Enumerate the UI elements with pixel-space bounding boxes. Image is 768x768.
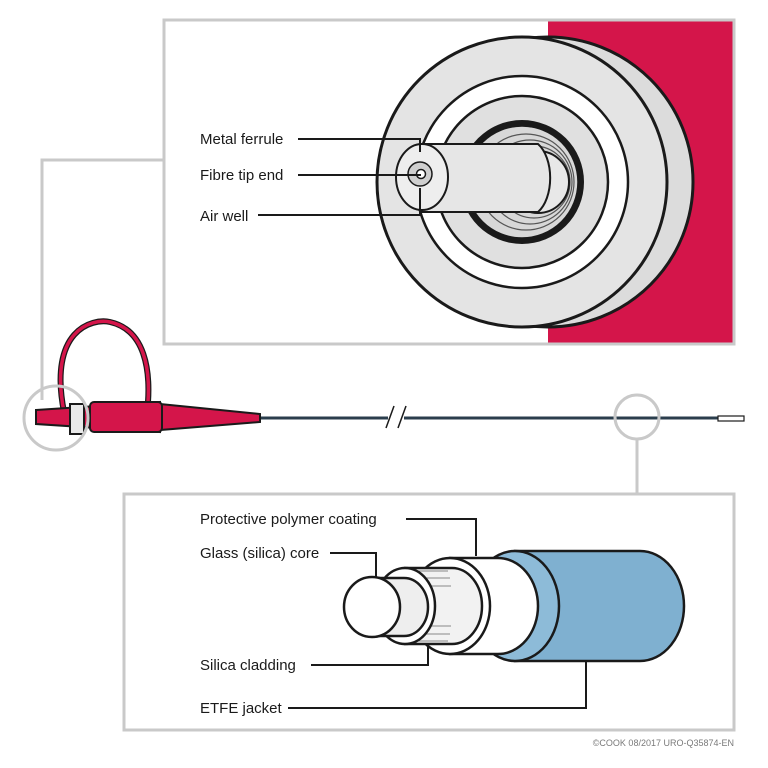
connector-detail-panel: Metal ferrule Fibre tip end Air well — [162, 18, 736, 346]
label-air-well: Air well — [200, 208, 248, 225]
leader-silica-cladding — [311, 644, 429, 666]
etfe-jacket-shape — [513, 549, 686, 663]
label-glass-core: Glass (silica) core — [200, 545, 319, 562]
length-break-mark — [385, 405, 407, 429]
fiber-tip — [717, 415, 745, 422]
callout-connector-top — [40, 158, 164, 400]
leader-protective-polymer-coating — [406, 518, 477, 556]
copyright-credit: ©COOK 08/2017 URO-Q35874-EN — [593, 738, 734, 748]
label-silica-cladding: Silica cladding — [200, 657, 296, 674]
magnifier-connector — [22, 384, 90, 452]
connector-detail-frame — [162, 18, 736, 346]
connector-ferrule-cap — [69, 403, 85, 435]
leader-metal-ferrule — [298, 138, 421, 152]
label-fibre-tip-end: Fibre tip end — [200, 167, 283, 184]
metal-ferrule-shape — [421, 143, 552, 213]
leader-air-well — [258, 188, 421, 216]
leader-glass-core — [330, 552, 377, 578]
label-protective-polymer-coating: Protective polymer coating — [200, 511, 377, 528]
fiber-cross-section-panel: Protective polymer coating Glass (silica… — [122, 492, 736, 732]
laser-fiber-device — [22, 318, 745, 452]
label-etfe-jacket: ETFE jacket — [200, 700, 283, 717]
leader-etfe-jacket — [288, 661, 587, 709]
label-metal-ferrule: Metal ferrule — [200, 131, 283, 148]
